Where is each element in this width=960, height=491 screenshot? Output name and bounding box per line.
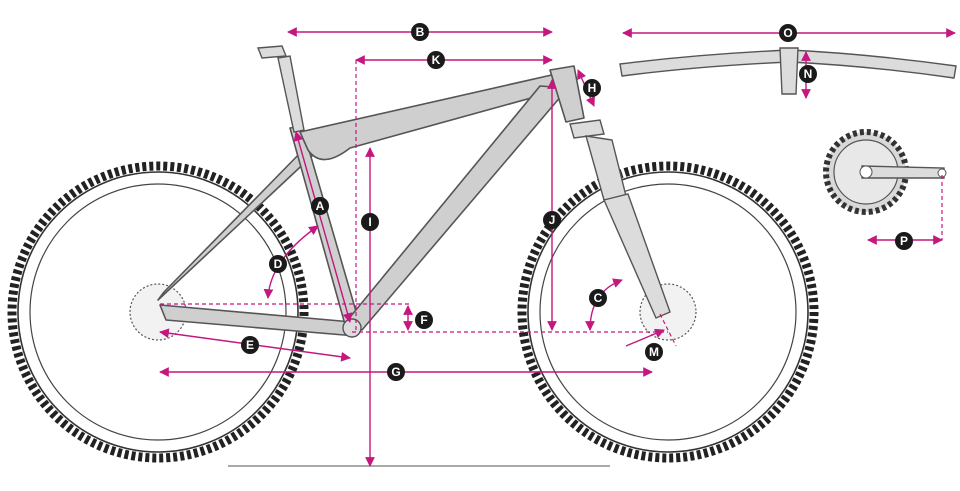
bottom-bracket bbox=[342, 318, 362, 338]
rear-wheel bbox=[7, 161, 309, 463]
badge-D: D bbox=[269, 255, 287, 273]
svg-text:M: M bbox=[649, 345, 659, 359]
svg-text:K: K bbox=[432, 53, 441, 67]
dimension-badges: A B C D E F G H I J K M N O P bbox=[241, 23, 913, 381]
badge-N: N bbox=[799, 65, 817, 83]
crankset bbox=[823, 129, 947, 215]
handlebar-bar bbox=[619, 49, 957, 79]
svg-text:I: I bbox=[368, 215, 371, 229]
svg-text:O: O bbox=[783, 26, 792, 40]
seatpost bbox=[277, 55, 305, 133]
stem-cap bbox=[569, 119, 605, 139]
svg-text:B: B bbox=[416, 25, 425, 39]
saddle-clamp bbox=[256, 45, 288, 59]
badge-M: M bbox=[645, 343, 663, 361]
svg-text:C: C bbox=[594, 291, 603, 305]
svg-text:E: E bbox=[246, 338, 254, 352]
svg-text:H: H bbox=[588, 81, 597, 95]
bike-frame bbox=[157, 45, 585, 338]
fork bbox=[569, 119, 671, 319]
badge-K: K bbox=[427, 51, 445, 69]
fork-crown bbox=[585, 135, 627, 201]
badge-P: P bbox=[895, 232, 913, 250]
badge-H: H bbox=[583, 79, 601, 97]
badge-A: A bbox=[311, 197, 329, 215]
badge-E: E bbox=[241, 336, 259, 354]
badge-B: B bbox=[411, 23, 429, 41]
svg-text:A: A bbox=[316, 199, 325, 213]
svg-text:G: G bbox=[391, 365, 400, 379]
handlebar bbox=[619, 47, 957, 95]
svg-text:D: D bbox=[274, 257, 283, 271]
svg-text:J: J bbox=[549, 213, 556, 227]
head-tube bbox=[549, 65, 585, 123]
svg-text:N: N bbox=[804, 67, 813, 81]
dim-A bbox=[293, 131, 353, 323]
badge-G: G bbox=[387, 363, 405, 381]
svg-text:P: P bbox=[900, 234, 908, 248]
dim-M bbox=[625, 328, 665, 347]
chain-stay bbox=[159, 304, 357, 337]
badge-J: J bbox=[543, 211, 561, 229]
badge-O: O bbox=[779, 24, 797, 42]
badge-F: F bbox=[415, 311, 433, 329]
seat-stay bbox=[157, 147, 313, 301]
svg-text:F: F bbox=[420, 313, 427, 327]
handlebar-stem bbox=[779, 47, 799, 95]
dimension-lines bbox=[159, 27, 956, 467]
badge-C: C bbox=[589, 289, 607, 307]
badge-I: I bbox=[361, 213, 379, 231]
fork-leg bbox=[603, 193, 671, 319]
crank-arm bbox=[861, 165, 945, 179]
